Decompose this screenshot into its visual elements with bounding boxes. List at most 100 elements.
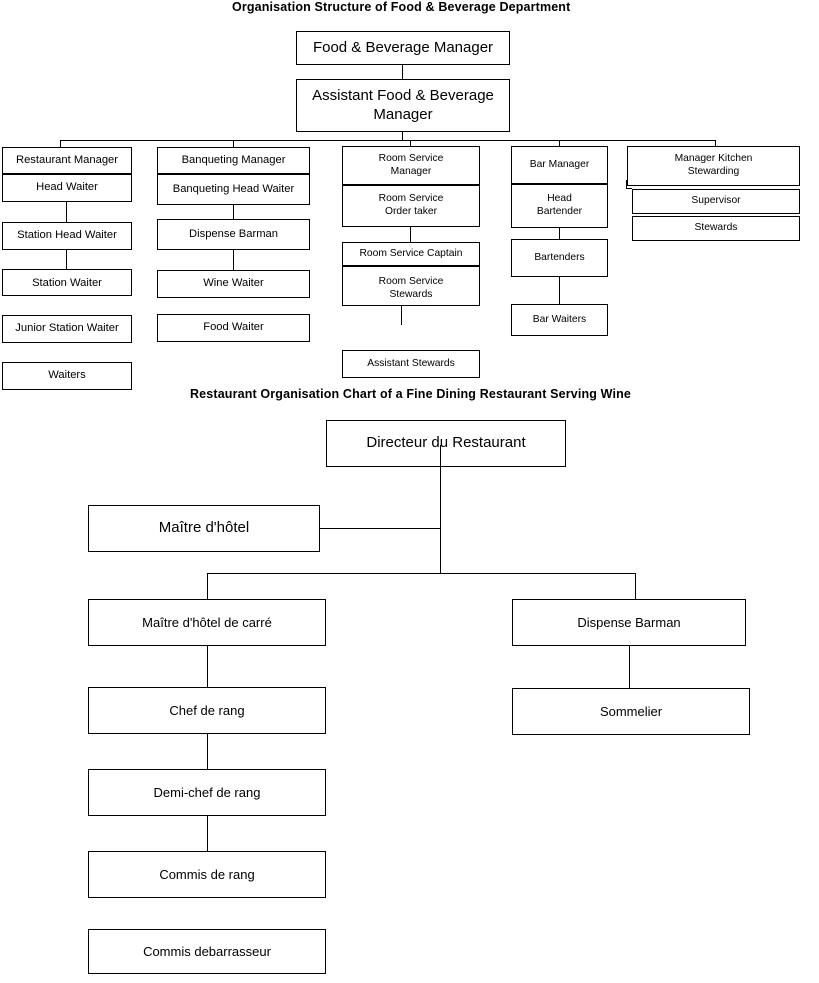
node-bar-waiters: Bar Waiters	[511, 304, 608, 336]
connector-demi-chef-to-commis-de-rang	[207, 816, 208, 851]
node-head-waiter: Head Waiter	[2, 174, 132, 202]
node-label: Directeur du Restaurant	[366, 434, 526, 452]
node-head-bartender: Head Bartender	[511, 184, 608, 228]
node-label-line2: Stewards	[389, 289, 433, 300]
node-room-service-stewards: Room Service Stewards	[342, 266, 480, 306]
node-label-line2: Order taker	[384, 206, 438, 217]
node-label: Bar Waiters	[532, 313, 587, 325]
node-label: Dispense Barman	[189, 227, 278, 240]
node-label-line2: Stewarding	[687, 166, 740, 177]
node-assistant-food-beverage-manager: Assistant Food & Beverage Manager	[296, 79, 510, 132]
node-label: Head Waiter	[36, 181, 98, 194]
connector-directeur-bus	[207, 573, 635, 574]
node-dispense-barman-chart2: Dispense Barman	[512, 599, 746, 646]
node-label: Room Service Captain	[359, 247, 463, 259]
node-label: Station Head Waiter	[17, 229, 117, 242]
connector-head-bartender-to-bartenders	[559, 228, 560, 239]
node-room-service-manager: Room Service Manager	[342, 146, 480, 185]
node-label-line1: Room Service	[378, 276, 444, 288]
node-wine-waiter: Wine Waiter	[157, 270, 310, 298]
connector-fbm-to-afbm	[402, 65, 403, 79]
node-label: Bar Manager	[529, 158, 590, 170]
node-label-line2: Manager	[390, 165, 432, 177]
connector-directeur-trunk	[440, 445, 441, 573]
connector-afbm-trunk	[402, 132, 403, 141]
node-restaurant-manager: Restaurant Manager	[2, 147, 132, 174]
node-label: Demi-chef de rang	[153, 784, 261, 800]
node-station-waiter: Station Waiter	[2, 269, 132, 296]
node-label: Junior Station Waiter	[15, 322, 119, 335]
node-label: Assistant Stewards	[367, 357, 455, 369]
node-sommelier: Sommelier	[512, 688, 750, 735]
node-label-line1: Room Service	[378, 152, 444, 164]
chart2-title: Restaurant Organisation Chart of a Fine …	[190, 387, 632, 401]
connector-order-taker-to-captain	[410, 227, 411, 242]
node-label-line1: Assistant Food & Beverage	[312, 87, 494, 105]
node-dispense-barman: Dispense Barman	[157, 219, 310, 250]
connector-bus-drop-bar	[559, 140, 560, 147]
node-kitchen-stewards: Stewards	[632, 216, 800, 241]
connector-bus-drop-banqueting	[233, 140, 234, 147]
chart1-title: Organisation Structure of Food & Beverag…	[232, 0, 571, 14]
connector-dispense-barman-to-sommelier	[629, 646, 630, 688]
connector-bus-drop-kitchen	[715, 140, 716, 146]
node-label-line2: Bartender	[536, 206, 583, 217]
connector-stewards-to-assistant-stewards	[401, 306, 402, 325]
node-food-beverage-manager: Food & Beverage Manager	[296, 31, 510, 65]
node-chef-de-rang: Chef de rang	[88, 687, 326, 734]
node-junior-station-waiter: Junior Station Waiter	[2, 315, 132, 343]
connector-maitre-dhotel-to-trunk	[320, 528, 440, 529]
node-maitre-dhotel: Maître d'hôtel	[88, 505, 320, 552]
node-commis-debarrasseur: Commis debarrasseur	[88, 929, 326, 974]
connector-chef-de-rang-to-demi-chef	[207, 734, 208, 769]
node-food-waiter: Food Waiter	[157, 314, 310, 342]
node-room-service-order-taker: Room Service Order taker	[342, 185, 480, 227]
connector-bus-drop-restaurant	[60, 140, 61, 147]
node-label: Wine Waiter	[203, 277, 264, 290]
node-label-line1: Room Service	[378, 193, 444, 205]
node-kitchen-supervisor: Supervisor	[632, 189, 800, 214]
node-demi-chef-de-rang: Demi-chef de rang	[88, 769, 326, 816]
node-label-line2: Manager	[373, 105, 433, 123]
connector-head-waiter-to-station-head-waiter	[66, 202, 67, 222]
connector-afbm-bus	[60, 140, 715, 141]
node-directeur-du-restaurant: Directeur du Restaurant	[326, 420, 566, 467]
node-waiters: Waiters	[2, 362, 132, 390]
connector-dispense-barman-to-wine-waiter	[233, 250, 234, 270]
node-label: Dispense Barman	[577, 614, 681, 630]
node-maitre-dhotel-de-carre: Maître d'hôtel de carré	[88, 599, 326, 646]
node-label: Commis de rang	[159, 866, 255, 882]
node-station-head-waiter: Station Head Waiter	[2, 222, 132, 250]
node-label: Waiters	[48, 369, 86, 382]
node-bartenders: Bartenders	[511, 239, 608, 277]
node-label: Banqueting Manager	[181, 153, 286, 166]
node-label: Commis debarrasseur	[143, 943, 271, 959]
node-label: Bartenders	[534, 251, 585, 263]
connector-station-head-waiter-to-station-waiter	[66, 250, 67, 269]
node-banqueting-head-waiter: Banqueting Head Waiter	[157, 174, 310, 205]
connector-bus-drop-room-service	[410, 140, 411, 146]
node-label: Maître d'hôtel	[158, 519, 250, 537]
node-commis-de-rang: Commis de rang	[88, 851, 326, 898]
node-label: Food Waiter	[203, 321, 264, 334]
node-bar-manager: Bar Manager	[511, 146, 608, 184]
node-label: Maître d'hôtel de carré	[142, 614, 272, 630]
node-manager-kitchen-stewarding: Manager Kitchen Stewarding	[627, 146, 800, 186]
node-label-line1: Head	[547, 193, 572, 205]
node-label-line1: Manager Kitchen	[674, 153, 753, 165]
node-label: Banqueting Head Waiter	[172, 182, 295, 195]
node-room-service-captain: Room Service Captain	[342, 242, 480, 266]
node-label: Restaurant Manager	[16, 153, 118, 166]
connector-bus-drop-dispense-barman	[635, 573, 636, 599]
node-label: Supervisor	[691, 195, 741, 207]
connector-banqueting-head-waiter-to-dispense-barman	[233, 205, 234, 219]
node-label: Sommelier	[599, 703, 663, 719]
connector-maitre-carre-to-chef-de-rang	[207, 646, 208, 687]
node-banqueting-manager: Banqueting Manager	[157, 147, 310, 174]
node-label: Food & Beverage Manager	[312, 38, 494, 56]
node-label: Chef de rang	[169, 702, 245, 718]
node-label: Stewards	[694, 222, 738, 234]
node-label: Station Waiter	[32, 277, 102, 289]
connector-bus-drop-maitre-carre	[207, 573, 208, 599]
node-assistant-stewards: Assistant Stewards	[342, 350, 480, 378]
